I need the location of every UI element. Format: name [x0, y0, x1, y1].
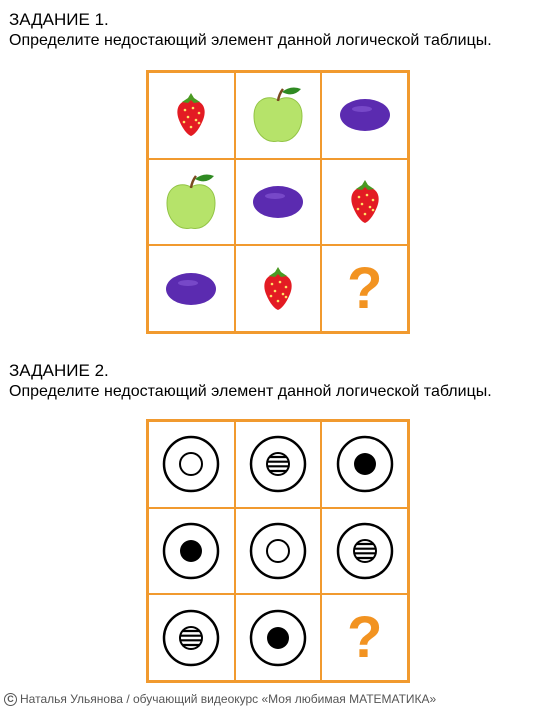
task-1-title: ЗАДАНИЕ 1.: [9, 10, 109, 29]
ring-filled-icon: [249, 609, 307, 666]
table-2-cell: [321, 507, 408, 595]
logic-table-2: ?: [146, 419, 410, 683]
question-mark: ?: [346, 255, 383, 321]
task-2-title: ЗАДАНИЕ 2.: [9, 361, 109, 380]
table-2-cell: [234, 507, 322, 595]
table-1-cell: [321, 72, 408, 159]
table-1-cell: [234, 245, 322, 332]
ring-hollow-icon: [249, 522, 307, 580]
table-1-cell: [148, 245, 235, 332]
task-1-header: ЗАДАНИЕ 1. Определите недостающий элемен…: [9, 9, 492, 51]
question-mark: ?: [346, 604, 383, 670]
ring-striped-icon: [163, 609, 220, 666]
plum-icon: [252, 185, 303, 218]
apple-icon: [166, 174, 216, 229]
strawberry-icon: [264, 266, 292, 310]
task-2-header: ЗАДАНИЕ 2. Определите недостающий элемен…: [9, 360, 492, 402]
footer-credit: C Наталья Ульянова / обучающий видеокурс…: [4, 692, 436, 706]
logic-table-1: ?: [146, 70, 410, 334]
task-2-instruction: Определите недостающий элемент данной ло…: [9, 383, 492, 400]
table-2-missing-cell: ?: [321, 594, 408, 681]
ring-striped-icon: [336, 522, 393, 580]
task-1-instruction: Определите недостающий элемент данной ло…: [9, 32, 492, 49]
copyright-icon: C: [4, 692, 17, 706]
table-1-cell: [234, 72, 322, 159]
strawberry-icon: [177, 93, 205, 137]
ring-filled-icon: [163, 522, 220, 580]
ring-hollow-icon: [163, 436, 220, 493]
plum-icon: [166, 272, 217, 305]
table-1-missing-cell: ?: [321, 245, 408, 332]
table-2-cell: [148, 421, 235, 508]
footer-text: Наталья Ульянова / обучающий видеокурс «…: [20, 692, 437, 706]
strawberry-icon: [351, 179, 379, 223]
table-2-cell: [234, 594, 322, 681]
table-1-cell: [148, 72, 235, 159]
ring-striped-icon: [249, 436, 307, 493]
table-1-cell: [148, 158, 235, 246]
table-1-cell: [321, 158, 408, 246]
table-2-cell: [234, 421, 322, 508]
table-2-cell: [148, 507, 235, 595]
plum-icon: [339, 99, 390, 132]
table-2-cell: [321, 421, 408, 508]
apple-icon: [253, 87, 303, 143]
table-1-cell: [234, 158, 322, 246]
table-2-cell: [148, 594, 235, 681]
ring-filled-icon: [336, 436, 393, 493]
